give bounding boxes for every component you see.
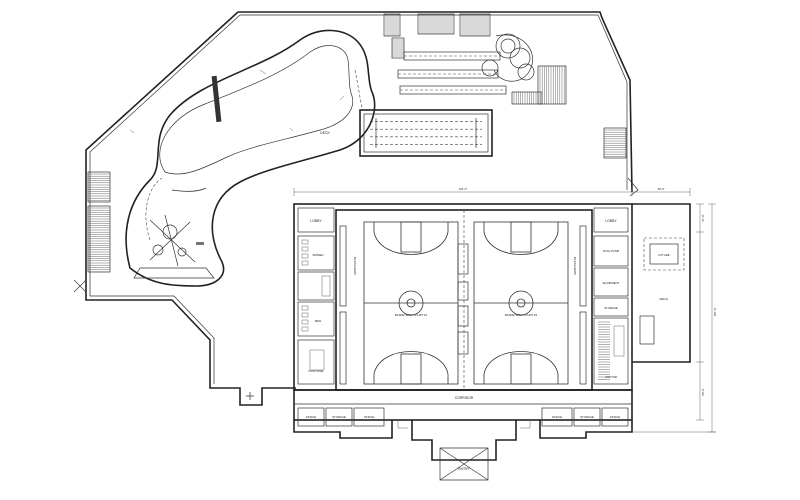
- lobby-nw-label: LOBBY: [310, 219, 322, 223]
- lobby-ne-label: LOBBY: [605, 219, 617, 223]
- mech-label: MECH.: [659, 297, 668, 301]
- aquatic-boundary: [85, 11, 633, 406]
- slide-complex: [383, 13, 567, 105]
- lap-pool: [359, 109, 493, 157]
- men-label: MEN: [315, 319, 321, 323]
- dim-right-b: 187'-0": [713, 307, 717, 316]
- east-aquatic-bleachers: [603, 127, 627, 159]
- women-label: WOMEN: [312, 253, 323, 257]
- storage-e2-label: STORAGE: [580, 415, 594, 419]
- office-w1-label: OFFICE: [306, 415, 316, 419]
- aquatic-boundary-inner: [89, 14, 628, 384]
- lazy-river: [125, 29, 376, 287]
- entry-label: ENTRY: [458, 467, 470, 471]
- bleachers-west-label: BLEACHERS: [353, 257, 357, 275]
- office-e3-label: OFFICE: [610, 415, 620, 419]
- east-stub: [627, 177, 639, 197]
- storage-w2-label: STORAGE: [332, 415, 346, 419]
- play-structure: [133, 214, 215, 279]
- deck-label: DECK: [320, 131, 330, 135]
- custodial-label: CUSTODIAL: [308, 369, 324, 373]
- dim-top: 164'-0": [459, 187, 468, 191]
- gymnasium: BASKETBALL COURT #1 BASKETBALL COURT #2 …: [293, 203, 633, 481]
- dimension-lines: 164'-0" 30'-0" 37'-0" 187'-0" 60'-0": [293, 187, 717, 433]
- west-bleachers: [87, 171, 111, 273]
- dim-right-a: 37'-0": [701, 214, 705, 222]
- bleachers-east-label: BLEACHERS: [573, 257, 577, 275]
- janitor-label: JANITOR: [605, 375, 617, 379]
- court-2-label: BASKETBALL COURT #2: [505, 313, 538, 317]
- equipment-label: EQUIPMENT: [603, 281, 620, 285]
- east-annex: FUTURE MECH.: [632, 203, 691, 363]
- south-gate: [246, 392, 254, 400]
- dim-right-c: 60'-0": [701, 388, 705, 396]
- pool-pump-label: POOL PUMP: [603, 249, 620, 253]
- dim-top-right: 30'-0": [657, 187, 664, 191]
- court-1: BASKETBALL COURT #1: [363, 221, 459, 385]
- office-e1-label: OFFICE: [552, 415, 562, 419]
- future-label: FUTURE: [658, 253, 669, 257]
- court-1-label: BASKETBALL COURT #1: [395, 313, 428, 317]
- court-2: BASKETBALL COURT #2: [473, 221, 569, 385]
- bleachers-east: [579, 225, 587, 307]
- bleachers-west: [339, 225, 347, 307]
- storage-east-label: STORAGE: [604, 306, 618, 310]
- corridor-label: CORRIDOR: [455, 396, 474, 400]
- center-equipment: [457, 243, 469, 355]
- office-w3-label: OFFICE: [364, 415, 374, 419]
- west-gate: [73, 279, 87, 293]
